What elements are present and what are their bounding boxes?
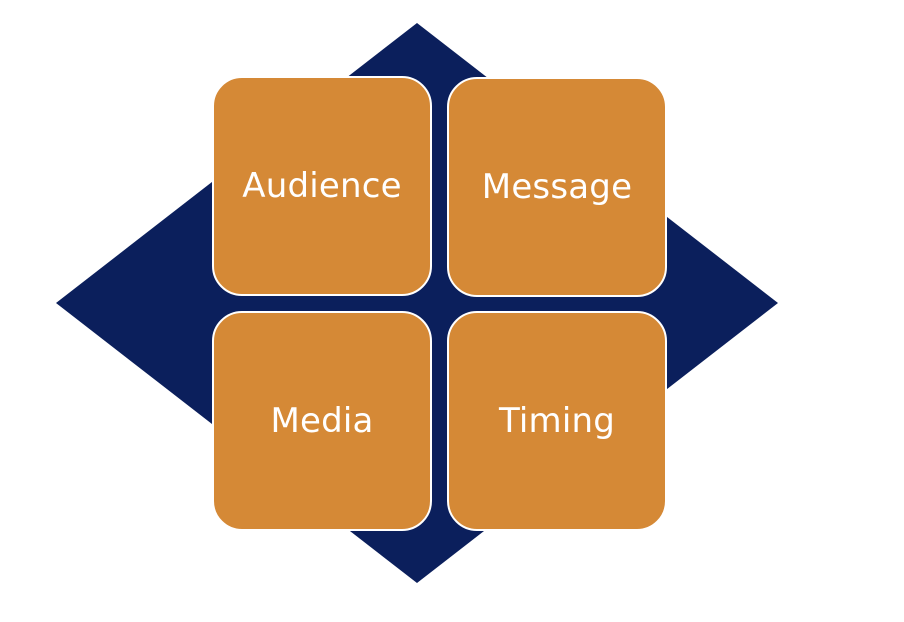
- tile-message-label: Message: [481, 167, 633, 207]
- tile-timing-label: Timing: [498, 401, 616, 441]
- tile-media: Media: [212, 311, 432, 531]
- tile-audience-label: Audience: [242, 166, 402, 206]
- tile-message: Message: [447, 77, 667, 297]
- tile-audience: Audience: [212, 76, 432, 296]
- tile-timing: Timing: [447, 311, 667, 531]
- tile-media-label: Media: [270, 401, 374, 441]
